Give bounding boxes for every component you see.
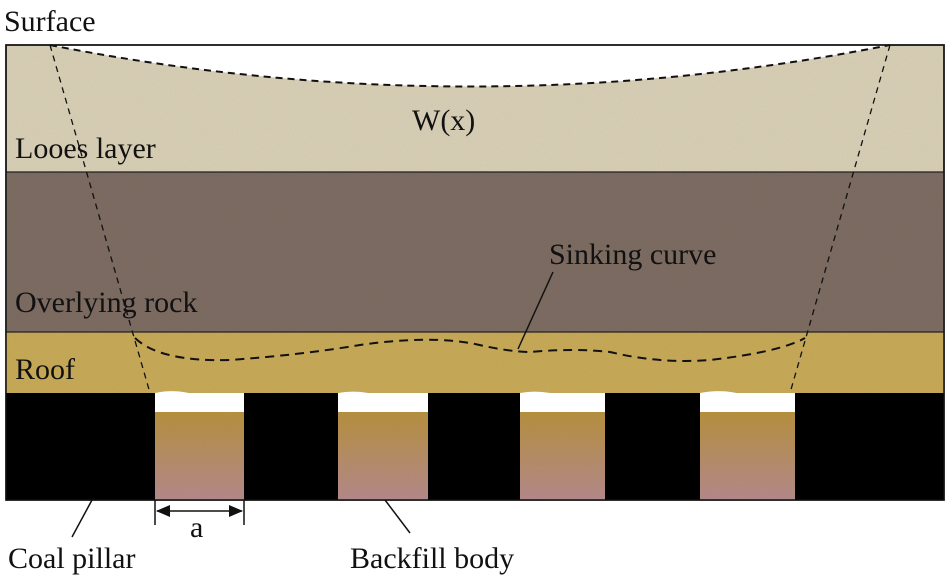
backfill-body-leader [384,499,411,534]
coal-pillar-right [795,393,944,500]
loose-layer-label: Looes layer [15,132,156,165]
sinking-curve-leader [517,271,554,350]
coal-pillar-left [6,393,155,500]
sinking-curve-label: Sinking curve [549,238,716,271]
dimension-arrow-right [229,505,243,517]
dimension-arrow-left [156,505,170,517]
coal-pillar-1 [244,393,338,500]
roof-layer [6,332,944,400]
backfill-body-2 [338,412,428,500]
overlying-rock-label: Overlying rock [15,286,197,319]
influence-boundary-left [49,44,151,394]
backfill-body-label: Backfill body [350,542,514,575]
loose-layer [6,45,944,172]
subsidence-trough-curve [49,44,891,88]
diagram-border [5,44,945,501]
surface-label: Surface [4,5,96,38]
sinking-curve [134,337,806,362]
backfill-body-1 [155,412,244,500]
width-symbol-label: a [190,511,203,544]
overlying-rock-layer [6,172,944,332]
coal-pillar-3 [605,393,700,500]
roof-label: Roof [15,353,75,386]
coal-pillar-2 [428,393,520,500]
backfill-body-4 [700,412,795,500]
coal-pillar-label: Coal pillar [8,542,135,575]
influence-boundary-right [789,44,891,394]
backfill-body-3 [520,412,605,500]
subsidence-function-label: W(x) [412,104,475,137]
coal-pillar-leader [71,499,93,538]
